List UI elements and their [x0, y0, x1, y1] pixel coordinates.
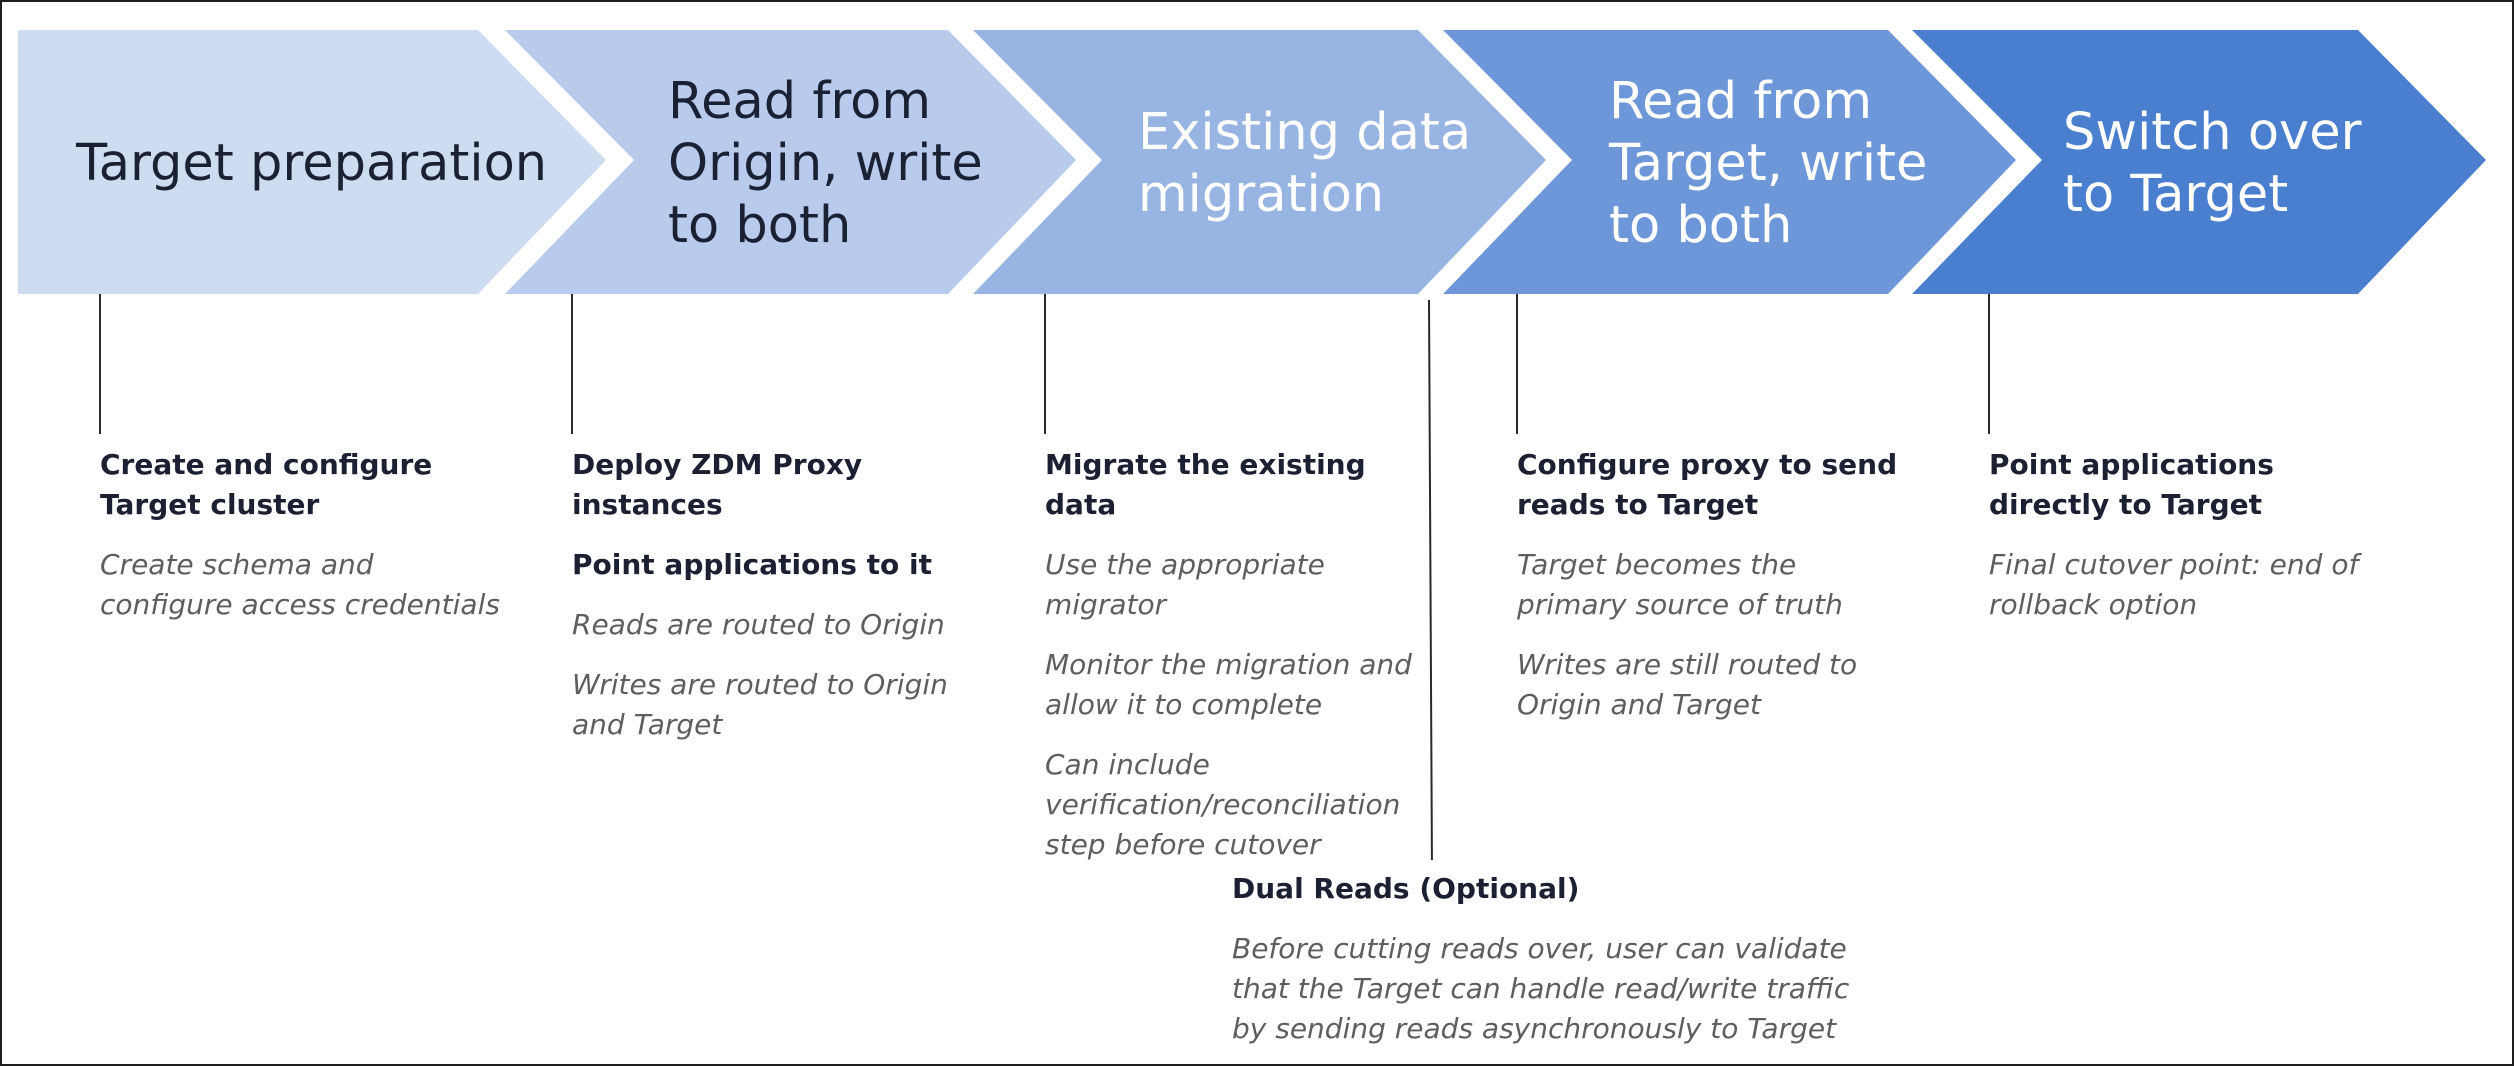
step-heading: Configure proxy to send reads to Target: [1517, 448, 1898, 521]
step-description: Writes are routed to Origin and Target: [572, 668, 948, 741]
step-dual-reads-optional: Dual Reads (Optional) Before cutting rea…: [1232, 869, 1892, 1064]
step-read-target-write-both: Configure proxy to send reads to Target …: [1517, 445, 1907, 745]
step-read-origin-write-both: Deploy ZDM Proxy instances Point applica…: [572, 445, 992, 765]
step-description: Reads are routed to Origin: [572, 608, 945, 641]
step-heading: Deploy ZDM Proxy instances: [572, 448, 863, 521]
connector-line-3: [1044, 294, 1046, 434]
connector-line-2: [571, 294, 573, 434]
step-switch-over: Point applications directly to Target Fi…: [1989, 445, 2389, 645]
phase-title-existing-data-migration: Existing data migration: [1138, 103, 1472, 224]
step-heading: Create and configure Target cluster: [100, 448, 433, 521]
connector-line-1: [99, 294, 101, 434]
step-target-preparation: Create and configure Target cluster Crea…: [100, 445, 500, 645]
step-description: Monitor the migration and allow it to co…: [1045, 648, 1412, 721]
step-heading: Point applications to it: [572, 548, 933, 581]
step-description: Can include verification/reconciliation …: [1045, 748, 1401, 861]
phase-title-read-target-write-both: Read from Target, write to both: [1609, 72, 1928, 255]
step-heading: Dual Reads (Optional): [1232, 872, 1580, 905]
phase-title-read-origin-write-both: Read from Origin, write to both: [668, 72, 983, 255]
step-heading: Point applications directly to Target: [1989, 448, 2274, 521]
connector-line-5: [1988, 294, 1990, 434]
phase-arrow-3: [973, 30, 1546, 294]
step-description: Writes are still routed to Origin and Ta…: [1517, 648, 1858, 721]
step-heading: Migrate the existing data: [1045, 448, 1366, 521]
step-description: Create schema and configure access crede…: [100, 548, 500, 621]
phase-arrow-5: [1912, 30, 2486, 294]
step-existing-data-migration: Migrate the existing data Use the approp…: [1045, 445, 1445, 885]
phase-arrows: [18, 30, 2486, 294]
step-description: Target becomes the primary source of tru…: [1517, 548, 1843, 621]
step-description: Final cutover point: end of rollback opt…: [1989, 548, 2359, 621]
step-description: Before cutting reads over, user can vali…: [1232, 932, 1850, 1045]
phase-title-switch-over: Switch over to Target: [2063, 103, 2362, 224]
phase-arrow-4: [1443, 30, 2016, 294]
step-description: Use the appropriate migrator: [1045, 548, 1325, 621]
phase-arrow-1: [18, 30, 606, 294]
phase-title-target-preparation: Target preparation: [76, 134, 548, 193]
connector-line-4: [1516, 294, 1518, 434]
phase-arrow-2: [505, 30, 1076, 294]
